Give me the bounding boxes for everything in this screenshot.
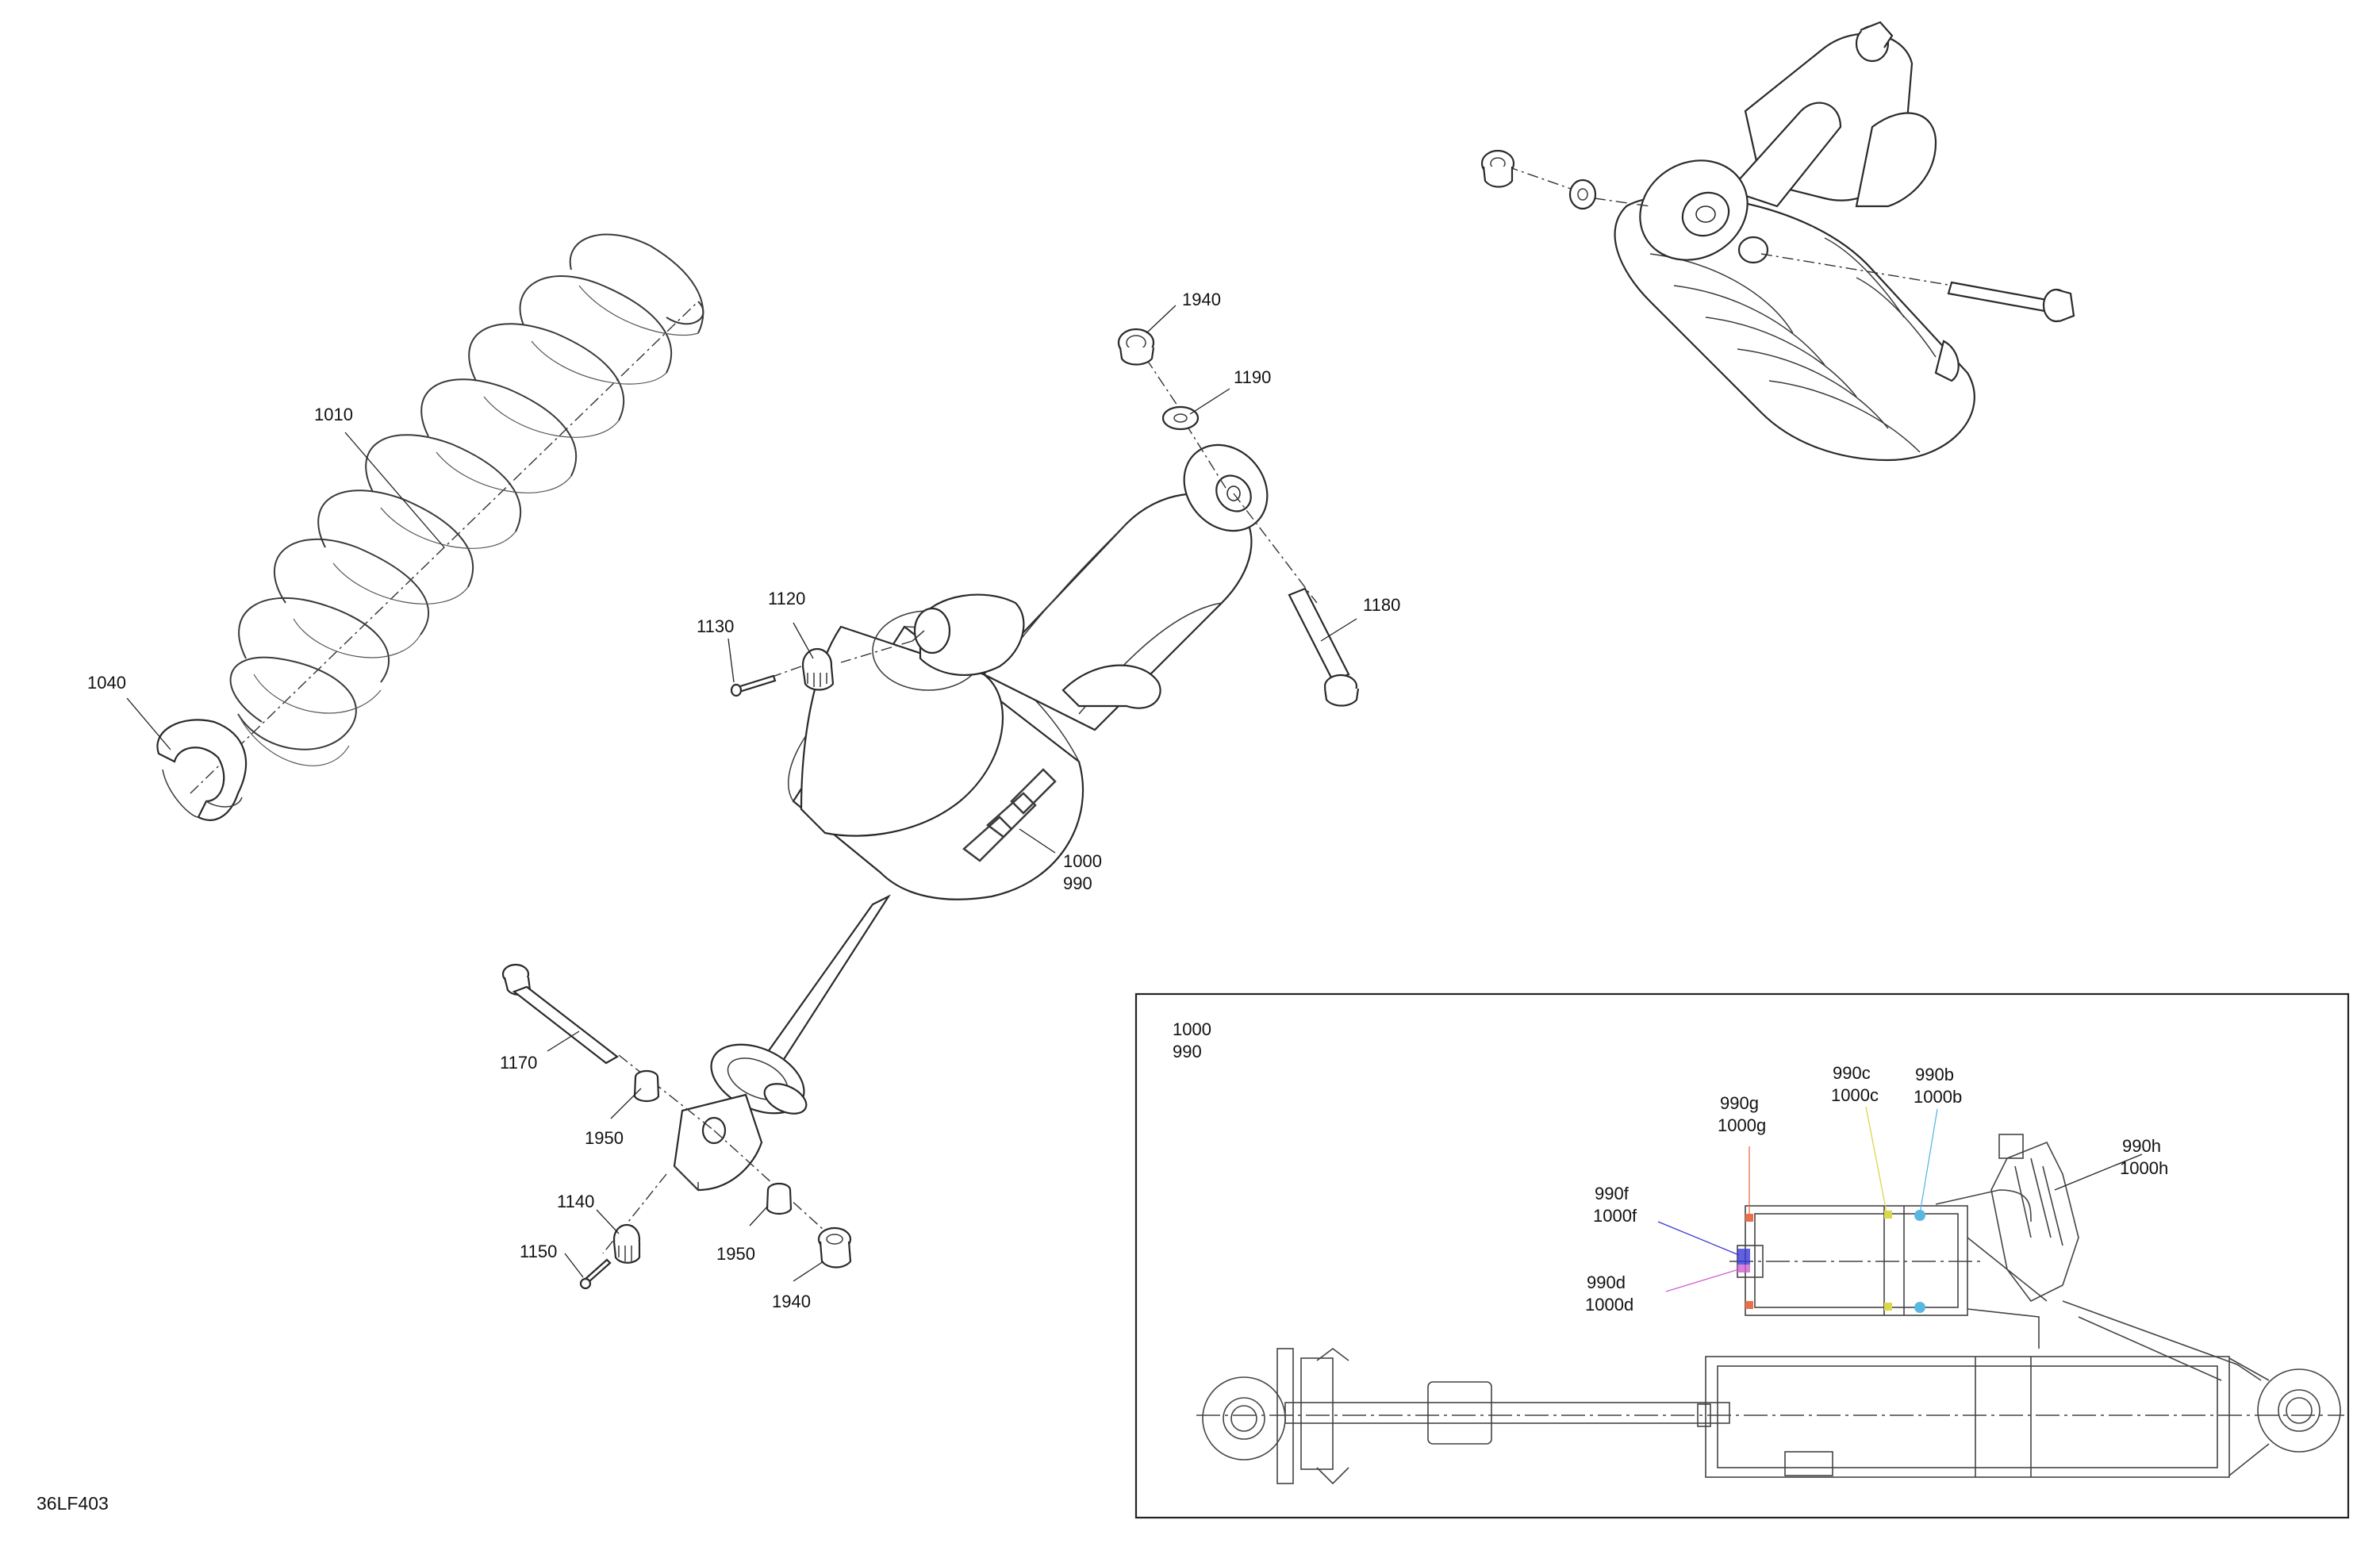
callout-1950-left[interactable]: 1950 — [585, 1128, 624, 1148]
callout-1170[interactable]: 1170 — [500, 1053, 537, 1073]
knob-1120[interactable] — [801, 647, 835, 691]
washer-1190[interactable] — [1161, 405, 1200, 431]
inset-label-1000d[interactable]: 1000d — [1585, 1295, 1633, 1315]
inset-label-990b[interactable]: 990b — [1915, 1065, 1954, 1084]
flange-nut-1940-bottom[interactable] — [817, 1226, 852, 1269]
callout-1180[interactable]: 1180 — [1363, 595, 1400, 615]
inset-label-1000g[interactable]: 1000g — [1718, 1115, 1766, 1135]
inset-label-1000h[interactable]: 1000h — [2120, 1158, 2168, 1178]
callout-1940-bottom[interactable]: 1940 — [772, 1292, 811, 1311]
leader-lines — [126, 305, 1357, 1282]
spacer-1950-left[interactable] — [633, 1069, 660, 1103]
spacer-1950-right[interactable] — [766, 1182, 793, 1215]
inset-label-1000c[interactable]: 1000c — [1831, 1085, 1879, 1105]
screw-1150[interactable] — [579, 1258, 612, 1290]
inset-label-990h[interactable]: 990h — [2122, 1136, 2161, 1156]
callout-1190[interactable]: 1190 — [1234, 367, 1271, 387]
inset-label-990g[interactable]: 990g — [1720, 1093, 1759, 1113]
bolt-1180[interactable] — [1288, 587, 1360, 707]
inset-title-990: 990 — [1173, 1042, 1202, 1061]
screw-1130[interactable] — [730, 674, 777, 697]
callout-1940-top[interactable]: 1940 — [1182, 290, 1221, 309]
inset-title-1000: 1000 — [1173, 1019, 1211, 1039]
shock-absorber-1000-990[interactable] — [673, 428, 1349, 1192]
callout-1150[interactable]: 1150 — [520, 1242, 557, 1261]
knob-1140[interactable] — [612, 1223, 641, 1264]
inset-label-990c[interactable]: 990c — [1833, 1063, 1871, 1083]
flange-nut-1940-top[interactable] — [1117, 328, 1155, 366]
inset-cross-section: 1000 990 — [1134, 992, 2350, 1519]
callout-1040[interactable]: 1040 — [87, 673, 126, 693]
bolt-1170[interactable] — [501, 963, 619, 1065]
coil-spring-1010[interactable] — [190, 233, 704, 794]
kyb-logo — [962, 768, 1057, 862]
inset-leaders — [1657, 1106, 2143, 1292]
inset-label-1000b[interactable]: 1000b — [1914, 1087, 1962, 1107]
spring-seat-1040[interactable] — [156, 719, 248, 821]
callout-1950-right[interactable]: 1950 — [716, 1244, 755, 1264]
callout-1140[interactable]: 1140 — [557, 1192, 594, 1211]
callout-990[interactable]: 990 — [1063, 873, 1092, 893]
seal-markers — [1737, 1210, 1925, 1313]
diagram-reference-code: 36LF403 — [36, 1493, 109, 1514]
callout-1130[interactable]: 1130 — [697, 616, 734, 636]
inset-label-990d[interactable]: 990d — [1587, 1272, 1626, 1292]
assembled-view — [1480, 21, 2075, 462]
callout-1010[interactable]: 1010 — [314, 405, 353, 424]
callout-1120[interactable]: 1120 — [768, 589, 805, 608]
inset-label-990f[interactable]: 990f — [1595, 1184, 1630, 1203]
inset-label-1000f[interactable]: 1000f — [1593, 1206, 1637, 1226]
callouts: 1010 1040 1940 1190 1180 1120 1130 1000 … — [87, 290, 1400, 1311]
callout-1000[interactable]: 1000 — [1063, 851, 1102, 871]
